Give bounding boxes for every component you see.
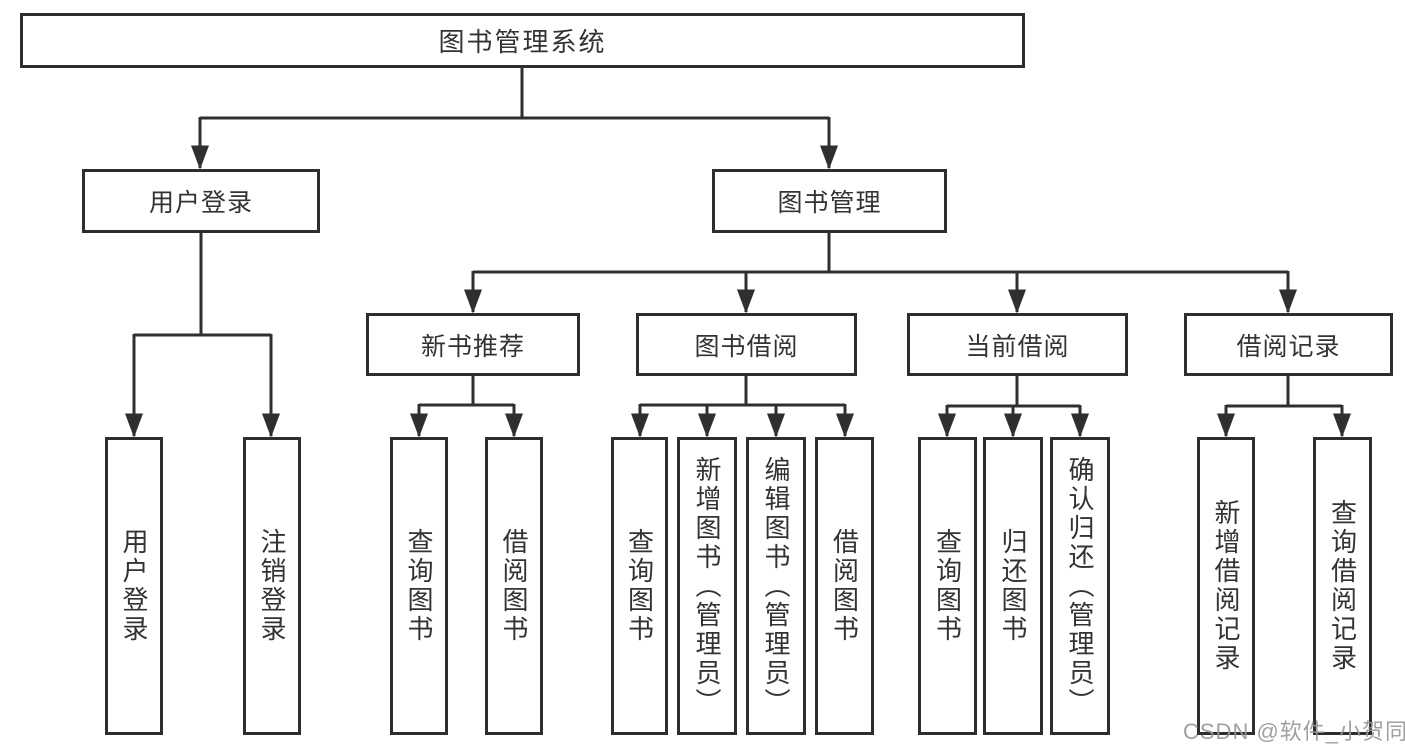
node-label: 借阅图书 — [829, 528, 860, 644]
node-label: 用户登录 — [148, 189, 253, 217]
node-label: 查询图书 — [624, 528, 655, 644]
node-label: 查询图书 — [404, 528, 434, 644]
node-query-books-borrowing: 查询图书 — [611, 437, 668, 735]
node-label: 查询借阅记录 — [1327, 499, 1358, 673]
node-label: 图书借阅 — [694, 332, 799, 361]
node-label: 新书推荐 — [420, 332, 525, 361]
connector-book-borrowing — [631, 376, 854, 438]
node-book-management: 图书管理 — [712, 169, 947, 233]
connector-borrowing-records — [1217, 376, 1351, 438]
node-label: 新增借阅记录 — [1211, 499, 1241, 673]
node-borrowing-records: 借阅记录 — [1184, 313, 1393, 376]
node-label: 新增图书（管理员） — [692, 455, 722, 717]
connector-user-login — [125, 233, 280, 438]
node-label: 编辑图书（管理员） — [761, 455, 791, 717]
node-edit-book-admin: 编辑图书（管理员） — [746, 437, 806, 735]
node-book-borrowing: 图书借阅 — [636, 313, 857, 376]
node-query-borrow-record: 查询借阅记录 — [1313, 437, 1372, 735]
node-label: 当前借阅 — [965, 332, 1070, 361]
node-label: 用户登录 — [119, 528, 149, 644]
node-add-book-admin: 新增图书（管理员） — [677, 437, 737, 735]
node-return-books: 归还图书 — [983, 437, 1043, 735]
node-label: 借阅图书 — [499, 528, 529, 644]
node-label: 查询图书 — [932, 528, 963, 644]
node-label: 确认归还（管理员） — [1065, 455, 1095, 717]
node-query-books-recommend: 查询图书 — [390, 437, 448, 735]
node-confirm-return-admin: 确认归还（管理员） — [1050, 437, 1110, 735]
connector-new-book-recommendation — [410, 376, 523, 438]
node-logout: 注销登录 — [243, 437, 301, 735]
node-borrow-books-recommend: 借阅图书 — [485, 437, 543, 735]
node-label: 注销登录 — [257, 528, 287, 644]
node-label: 借阅记录 — [1236, 332, 1341, 361]
node-label: 图书管理 — [777, 189, 882, 217]
node-new-book-recommendation: 新书推荐 — [366, 313, 580, 376]
node-user-login-leaf: 用户登录 — [105, 437, 163, 735]
connector-root — [191, 68, 838, 170]
node-borrow-books-borrowing: 借阅图书 — [815, 437, 874, 735]
node-label: 图书管理系统 — [438, 27, 607, 57]
connector-book-management — [464, 233, 1297, 314]
connector-current-borrowing — [938, 376, 1089, 438]
node-label: 归还图书 — [998, 528, 1028, 644]
node-current-borrowing: 当前借阅 — [907, 313, 1128, 376]
node-user-login: 用户登录 — [82, 169, 320, 233]
node-query-books-current: 查询图书 — [918, 437, 977, 735]
node-add-borrow-record: 新增借阅记录 — [1197, 437, 1255, 735]
node-root: 图书管理系统 — [20, 13, 1025, 68]
